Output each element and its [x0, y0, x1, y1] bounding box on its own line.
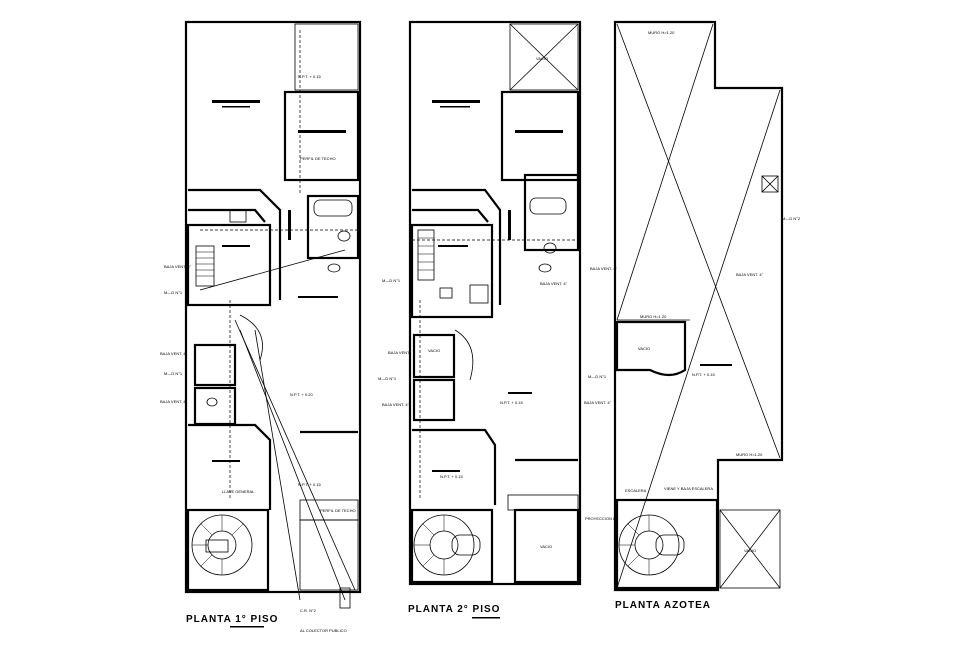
wall-mark [288, 210, 291, 240]
skylight [761, 175, 779, 193]
svg-text:BAJA VENT. 4": BAJA VENT. 4" [590, 266, 618, 271]
svg-text:PROYECCION DE: PROYECCION DE [585, 516, 619, 521]
plan-roof: VACIO N.P.T. + 0.15 MURO H=1.20 MURO H=1… [584, 20, 801, 611]
label-bar [212, 460, 240, 462]
label-bar [298, 130, 346, 133]
svg-text:N.P.T. + 0.20: N.P.T. + 0.20 [290, 392, 313, 397]
svg-text:PERFIL DE TECHO: PERFIL DE TECHO [320, 508, 356, 513]
outer-wall-2 [408, 20, 582, 586]
svg-text:PERFIL DE TECHO: PERFIL DE TECHO [300, 156, 336, 161]
svg-text:M—D N°1: M—D N°1 [378, 376, 397, 381]
room [410, 223, 494, 319]
label-bar [222, 245, 250, 247]
svg-text:M—D N°2: M—D N°2 [782, 216, 801, 221]
room [193, 343, 237, 387]
wall [412, 428, 497, 505]
svg-text:VACIO: VACIO [428, 348, 440, 353]
room [299, 519, 359, 591]
room [500, 90, 580, 182]
wall [412, 208, 489, 223]
svg-text:VACIO: VACIO [540, 544, 552, 549]
tub [313, 199, 353, 217]
svg-text:MURO H=1.20: MURO H=1.20 [648, 30, 675, 35]
outer-wall-3 [613, 20, 784, 592]
outer-wall-1 [184, 20, 362, 594]
void-2 [509, 23, 579, 91]
svg-text:AL COLECTOR PUBLICO: AL COLECTOR PUBLICO [300, 628, 347, 633]
closet [195, 245, 215, 287]
stair-landing [205, 539, 229, 553]
stair-hall [186, 508, 270, 592]
svg-text:BAJA VENT.: BAJA VENT. [388, 350, 410, 355]
title-second-floor: PLANTA 2° PISO [408, 604, 500, 615]
register-box [339, 587, 351, 609]
svg-text:BAJA VENT. 4": BAJA VENT. 4" [736, 272, 764, 277]
svg-text:M—D N°1: M—D N°1 [382, 278, 401, 283]
svg-text:ESCALERA: ESCALERA [625, 488, 647, 493]
bath-2 [523, 173, 580, 252]
svg-text:BAJA VENT. 4": BAJA VENT. 4" [540, 281, 568, 286]
svg-text:VIENE Y BAJA ESCALERA: VIENE Y BAJA ESCALERA [664, 486, 713, 491]
wall [188, 188, 282, 300]
label-bar [222, 106, 250, 108]
svg-text:MURO H=1.20: MURO H=1.20 [736, 452, 763, 457]
label-bar [212, 100, 260, 103]
svg-text:VACIO: VACIO [638, 346, 650, 351]
svg-text:N.P.T. + 0.15: N.P.T. + 0.15 [500, 400, 523, 405]
svg-text:VACIO: VACIO [536, 56, 548, 61]
svg-text:N.P.T. + 0.15: N.P.T. + 0.15 [298, 482, 321, 487]
svg-text:BAJA VENT. 4": BAJA VENT. 4" [382, 402, 410, 407]
room [186, 223, 272, 307]
wall [412, 188, 502, 305]
label-bar [298, 296, 338, 298]
wall [188, 208, 266, 223]
toilet [337, 230, 351, 242]
svg-text:MURO H=1.20: MURO H=1.20 [640, 314, 667, 319]
svg-text:M—D N°1: M—D N°1 [588, 374, 607, 379]
wall [188, 423, 272, 510]
svg-text:LLAVE GENERAL: LLAVE GENERAL [222, 489, 255, 494]
plan-second-floor: VACIO VACIO [378, 20, 619, 619]
title-first-floor: PLANTA 1° PISO [186, 614, 278, 625]
svg-text:N.P.T. + 0.15: N.P.T. + 0.15 [440, 474, 463, 479]
svg-text:BAJA VENT. 4": BAJA VENT. 4" [164, 264, 192, 269]
svg-text:N.P.T. + 0.15: N.P.T. + 0.15 [298, 74, 321, 79]
title-roof: PLANTA AZOTEA [615, 600, 711, 611]
door-arc [454, 329, 474, 381]
svg-text:N.P.T. + 0.15: N.P.T. + 0.15 [692, 372, 715, 377]
svg-text:BAJA VENT. 4": BAJA VENT. 4" [584, 400, 612, 405]
box [229, 209, 247, 223]
door-arc [239, 314, 263, 361]
room [193, 386, 237, 426]
svg-text:BAJA VENT. 4": BAJA VENT. 4" [160, 351, 188, 356]
sink [327, 263, 341, 273]
svg-text:M—D N°1: M—D N°1 [164, 371, 183, 376]
svg-text:M—D N°1: M—D N°1 [164, 290, 183, 295]
bath-1 [306, 194, 360, 260]
plan-first-floor: PERFIL DE TECHO N.P.T. + 0.15 N.P.T. + 0… [160, 20, 362, 633]
svg-text:VACIO: VACIO [744, 548, 756, 553]
void-3 [615, 320, 687, 377]
svg-text:C.R. N°2: C.R. N°2 [300, 608, 317, 613]
svg-text:BAJA VENT. 4": BAJA VENT. 4" [160, 399, 188, 404]
kitchen-1 [283, 90, 360, 182]
patio-1 [294, 23, 359, 91]
